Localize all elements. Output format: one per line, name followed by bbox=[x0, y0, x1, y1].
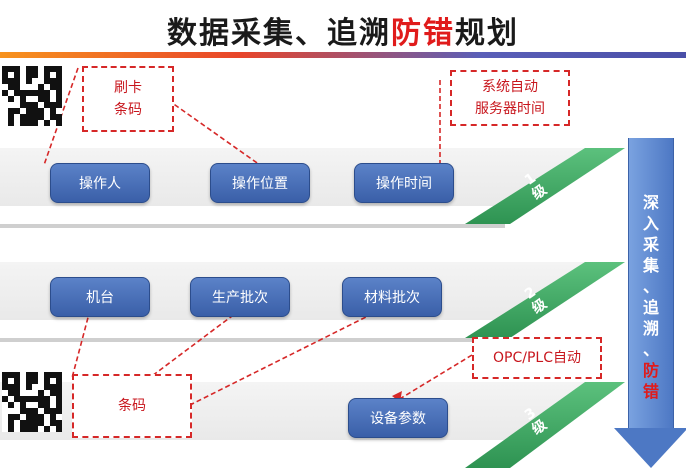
title-text: 数据采集、追溯 bbox=[167, 16, 391, 51]
card-callout-line1: 刷卡 bbox=[114, 80, 142, 96]
server-callout-line2: 服务器时间 bbox=[475, 101, 545, 117]
title-text-end: 规划 bbox=[455, 16, 519, 51]
arrow-char: 采 bbox=[642, 235, 659, 254]
arrow-char: 、 bbox=[642, 277, 659, 296]
arrow-head bbox=[614, 428, 686, 468]
qr-code-icon bbox=[2, 66, 62, 126]
level-1-band-edge bbox=[0, 224, 505, 228]
title-underline bbox=[0, 52, 686, 58]
qr-code-icon bbox=[2, 372, 62, 432]
arrow-char: 、 bbox=[642, 340, 659, 359]
arrow-label: 深入采集、追溯、 防错 bbox=[628, 192, 674, 402]
arrow-char: 深 bbox=[642, 193, 659, 212]
arrow-char: 溯 bbox=[642, 319, 659, 338]
barcode-callout: 条码 bbox=[72, 374, 192, 438]
arrow-char-highlight: 错 bbox=[642, 382, 659, 401]
card-callout-line2: 条码 bbox=[114, 102, 142, 118]
opc-plc-callout-text: OPC/PLC自动 bbox=[493, 350, 581, 366]
node-operator: 操作人 bbox=[50, 163, 150, 203]
barcode-callout-text: 条码 bbox=[118, 398, 146, 414]
title-highlight: 防错 bbox=[391, 16, 455, 51]
arrow-char: 集 bbox=[642, 256, 659, 275]
deep-collection-arrow bbox=[628, 138, 674, 428]
node-machine: 机台 bbox=[50, 277, 150, 317]
node-operation-time: 操作时间 bbox=[354, 163, 454, 203]
arrow-char: 追 bbox=[642, 298, 659, 317]
arrow-char: 入 bbox=[642, 214, 659, 233]
node-production-batch: 生产批次 bbox=[190, 277, 290, 317]
opc-plc-callout: OPC/PLC自动 bbox=[472, 337, 602, 379]
node-equipment-params: 设备参数 bbox=[348, 398, 448, 438]
server-time-callout: 系统自动 服务器时间 bbox=[450, 70, 570, 126]
node-operation-position: 操作位置 bbox=[210, 163, 310, 203]
level-2-band-edge bbox=[0, 338, 505, 342]
node-material-batch: 材料批次 bbox=[342, 277, 442, 317]
arrow-text-highlight: 防错 bbox=[628, 360, 674, 402]
server-callout-line1: 系统自动 bbox=[482, 79, 538, 95]
card-barcode-callout: 刷卡 条码 bbox=[82, 66, 174, 132]
page-title: 数据采集、追溯防错规划 bbox=[0, 8, 686, 52]
arrow-char-highlight: 防 bbox=[642, 361, 659, 380]
arrow-text-chars: 深入采集、追溯、 bbox=[628, 192, 674, 360]
